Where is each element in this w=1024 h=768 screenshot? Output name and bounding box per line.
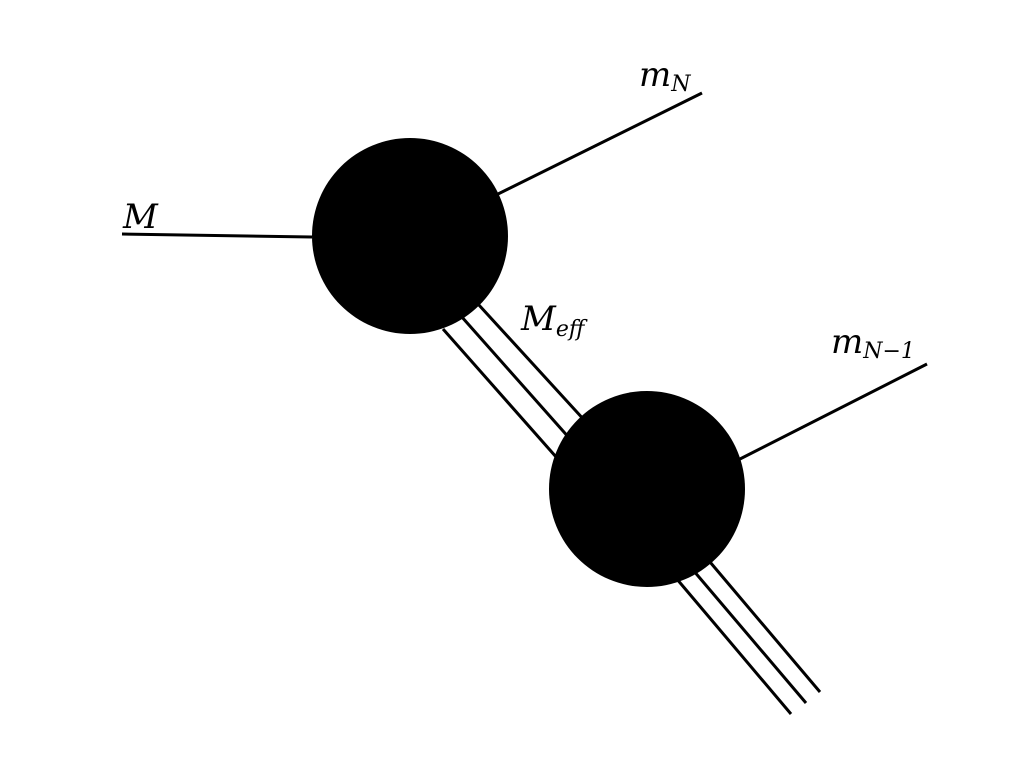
incoming-line: [121, 232, 313, 239]
label-outgoing-top: mN: [639, 55, 691, 97]
label-outgoing-bottom-sub: N−1: [862, 339, 915, 364]
label-outgoing-bottom: mN−1: [831, 322, 915, 364]
label-outgoing-top-sub: N: [670, 72, 691, 97]
outgoing-line-top: [497, 91, 703, 196]
outgoing-propagator-line-3: [708, 561, 822, 693]
effective-propagator: [441, 302, 588, 459]
vertex-blob-top: [312, 138, 508, 334]
label-outgoing-top-base: m: [639, 55, 671, 95]
outgoing-propagator-line-2: [691, 569, 808, 704]
label-outgoing-bottom-base: m: [831, 322, 863, 362]
label-effective: Meff: [520, 299, 588, 342]
propagator-line-1: [441, 328, 559, 459]
label-incoming: M: [122, 197, 159, 237]
label-effective-base: M: [520, 299, 557, 339]
outgoing-line-bottom: [737, 362, 928, 462]
outgoing-propagator-line-1: [674, 577, 793, 715]
outgoing-propagator: [674, 561, 822, 715]
propagator-line-3: [476, 302, 588, 424]
vertex-blob-bottom: [549, 391, 745, 587]
label-effective-sub: eff: [556, 317, 588, 342]
propagator-line-2: [459, 315, 573, 441]
